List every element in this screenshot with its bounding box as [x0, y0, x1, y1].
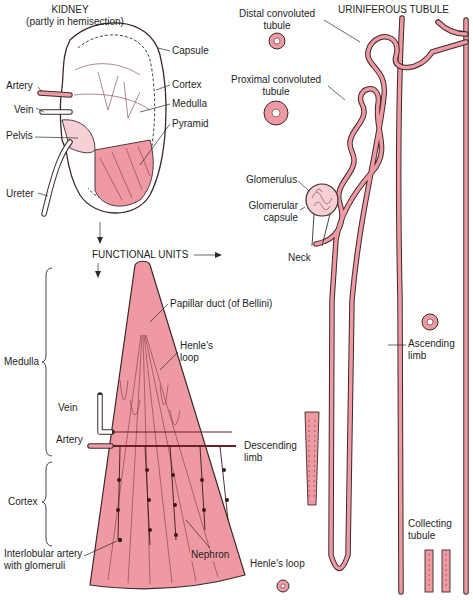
- part-label: Interlobular artery with glomeruli: [4, 548, 96, 572]
- part-label: Henle's loop: [250, 558, 305, 570]
- part-label: Vein: [58, 402, 77, 414]
- part-label: Glomerulus: [246, 174, 297, 186]
- part-label: Cortex: [172, 79, 201, 91]
- part-label: Papillar duct (of Bellini): [170, 298, 272, 310]
- part-label: Neck: [288, 252, 311, 264]
- part-label: FUNCTIONAL UNITS: [92, 249, 188, 261]
- part-label: Capsule: [172, 45, 209, 57]
- part-label: Pelvis: [6, 130, 33, 142]
- part-label: Henle's loop: [180, 340, 222, 364]
- part-label: Collecting tubule: [408, 518, 462, 542]
- part-label: Glomerular capsule: [236, 200, 298, 224]
- part-label: Vein: [14, 104, 33, 116]
- part-label: Distal convoluted tubule: [232, 8, 322, 32]
- part-label: KIDNEY: [40, 4, 100, 16]
- part-label: Nephron: [190, 549, 230, 561]
- part-label: Artery: [6, 80, 33, 92]
- part-label: Artery: [56, 434, 83, 446]
- part-label: Pyramid: [172, 118, 209, 130]
- part-label: Descending limb: [244, 440, 304, 464]
- part-label: Medulla: [4, 356, 39, 368]
- part-label: Proximal convoluted tubule: [226, 74, 326, 98]
- part-label: Ureter: [6, 188, 34, 200]
- part-label: URINIFEROUS TUBULE: [338, 4, 449, 16]
- part-label: (partly in hemisection): [20, 16, 130, 28]
- part-label: Cortex: [8, 496, 37, 508]
- part-label: Ascending limb: [408, 338, 462, 362]
- part-label: Medulla: [172, 98, 207, 110]
